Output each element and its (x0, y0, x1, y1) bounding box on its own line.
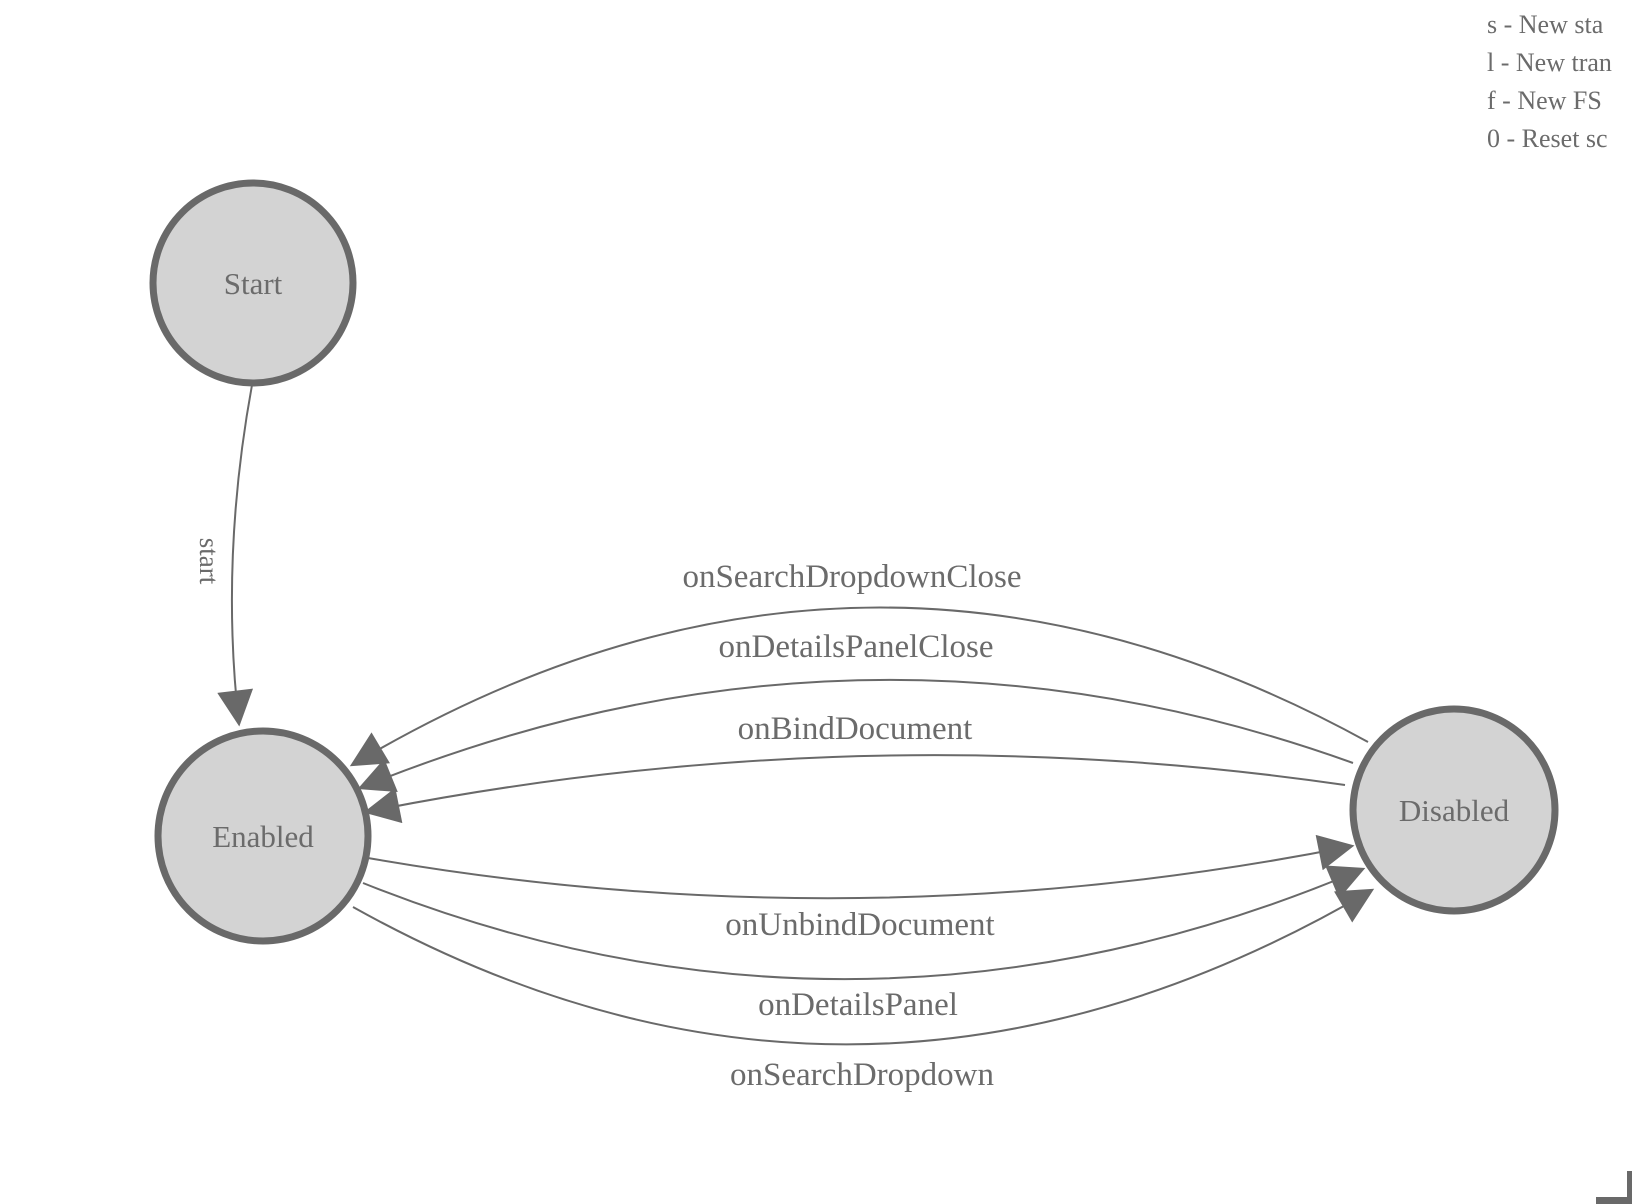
transition-on-bind-document: onBindDocument (363, 711, 1346, 824)
transition-start: start (194, 384, 254, 727)
legend-line-new-state: s - New sta (1487, 10, 1604, 39)
edge-label-on-search-dropdown: onSearchDropdown (730, 1057, 994, 1093)
edge-on-details-panel-close[interactable] (357, 678, 1354, 793)
edge-start[interactable] (217, 384, 254, 727)
transition-on-unbind-document: onUnbindDocument (367, 834, 1355, 943)
legend-line-new-fsm: f - New FS (1487, 86, 1602, 115)
edge-on-search-dropdown-close[interactable] (349, 606, 1369, 767)
edge-on-search-dropdown[interactable] (352, 888, 1375, 1046)
edge-label-on-unbind-document: onUnbindDocument (725, 907, 994, 943)
canvas-corner-handle (1596, 1171, 1632, 1204)
corner-horizontal-bar (1596, 1197, 1632, 1204)
edge-label-on-details-panel-close: onDetailsPanelClose (719, 629, 994, 665)
edge-on-details-panel[interactable] (362, 865, 1366, 981)
edge-on-bind-document[interactable] (363, 754, 1346, 824)
state-node-start[interactable]: Start (149, 179, 357, 387)
state-node-disabled[interactable]: Disabled (1349, 705, 1559, 915)
transition-on-details-panel-close: onDetailsPanelClose (357, 629, 1354, 793)
corner-vertical-bar (1627, 1171, 1632, 1204)
edge-label-on-search-dropdown-close: onSearchDropdownClose (682, 559, 1021, 595)
legend-line-reset: 0 - Reset sc (1487, 124, 1608, 153)
edge-label-on-bind-document: onBindDocument (738, 711, 973, 747)
edge-label-start: start (194, 538, 224, 585)
state-node-enabled[interactable]: Enabled (154, 727, 372, 945)
edge-on-unbind-document[interactable] (367, 834, 1355, 900)
transition-on-search-dropdown-close: onSearchDropdownClose (349, 559, 1369, 767)
transition-on-search-dropdown: onSearchDropdown (352, 888, 1375, 1093)
legend-line-new-transition: l - New tran (1487, 48, 1612, 77)
state-label-enabled: Enabled (212, 819, 314, 854)
state-label-disabled: Disabled (1399, 793, 1510, 828)
edge-label-on-details-panel: onDetailsPanel (758, 987, 958, 1023)
transition-on-details-panel: onDetailsPanel (362, 865, 1366, 1023)
state-circle-disabled[interactable] (1349, 705, 1559, 915)
state-circle-enabled[interactable] (154, 727, 372, 945)
shortcuts-legend: s - New sta l - New tran f - New FS 0 - … (1487, 6, 1612, 158)
state-circle-start[interactable] (149, 179, 357, 387)
state-label-start: Start (224, 266, 283, 301)
